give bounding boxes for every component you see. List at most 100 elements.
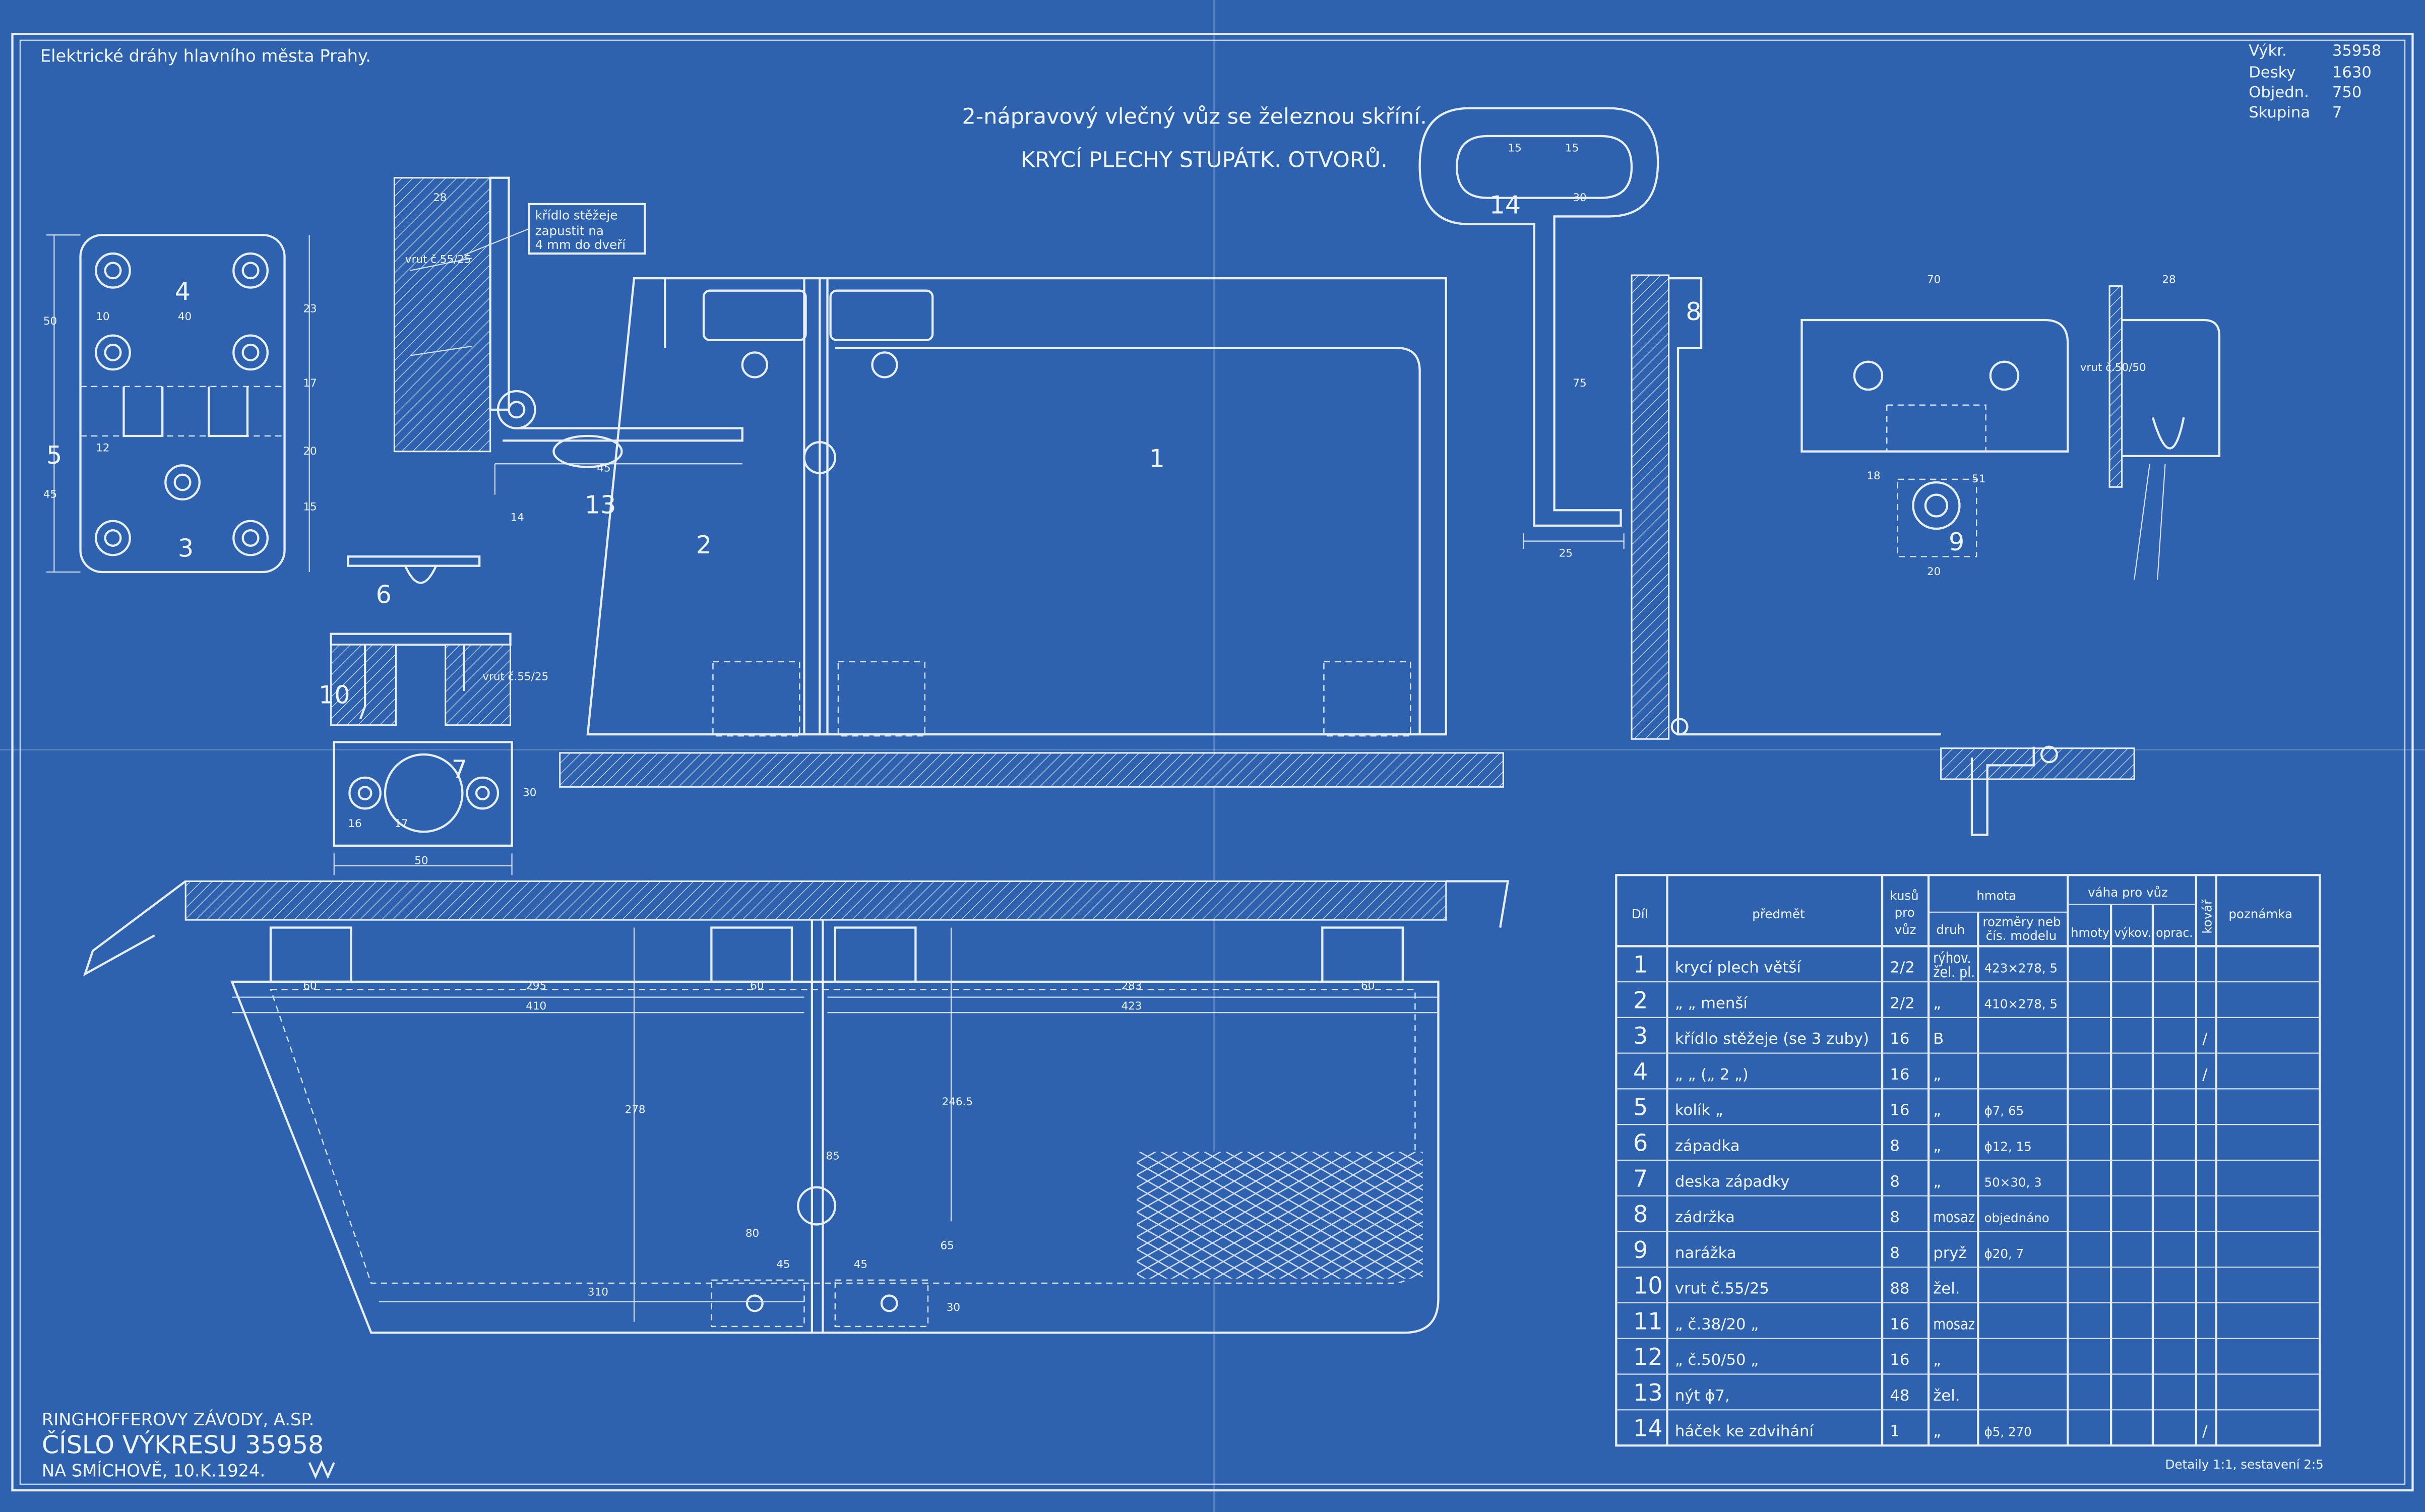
dimension-label: 50: [43, 315, 57, 328]
drawing-number: ČÍSLO VÝKRESU 35958: [42, 1429, 324, 1459]
dimension-label: 410: [526, 1000, 546, 1013]
header-vykov: výkov.: [2114, 925, 2151, 940]
lifting-hook-view: [1418, 107, 1659, 549]
owner-text: Elektrické dráhy hlavního města Prahy.: [40, 46, 371, 66]
cell-predmet: deska západky: [1675, 1173, 1789, 1190]
dimension-label: vrut č.55/25: [482, 671, 548, 683]
header-kusu: kusů: [1890, 888, 1918, 903]
dimension-label: 12: [96, 442, 109, 455]
part-label: 2: [696, 530, 712, 559]
cell-rozmery: ϕ20, 7: [1984, 1246, 2024, 1261]
cell-predmet: „ č.38/20 „: [1675, 1315, 1759, 1333]
header-hmoty: hmoty: [2071, 925, 2109, 940]
dimension-label: 20: [303, 445, 317, 458]
dimension-label: 25: [1559, 547, 1573, 559]
cell-kusu: 8: [1890, 1244, 1900, 1262]
dimension-label: 45: [597, 462, 610, 475]
part-label: 14: [1489, 190, 1521, 219]
scale-note: Detaily 1:1, sestavení 2:5: [2165, 1457, 2324, 1472]
header-hmota: hmota: [1976, 888, 2016, 903]
door-elevation-view: [559, 277, 1504, 788]
cell-kusu: 16: [1890, 1066, 1909, 1084]
cell-kusu: 16: [1890, 1315, 1909, 1333]
cell-dil: 8: [1633, 1201, 1648, 1228]
cell-kusu: 1: [1890, 1423, 1900, 1440]
dimension-label: 30: [947, 1301, 960, 1314]
cell-predmet: krycí plech větší: [1675, 959, 1802, 977]
cell-predmet: zádržka: [1675, 1209, 1735, 1226]
dimension-label: 30: [523, 787, 536, 799]
part-label: 10: [319, 680, 350, 710]
cell-druh: mosaz: [1933, 1315, 1975, 1333]
part-label: 13: [585, 490, 616, 519]
cell-druh: „: [1933, 1351, 1941, 1369]
header-poznamka: poznámka: [2228, 907, 2292, 921]
inner-border: [19, 39, 2406, 1485]
cell-dil: 13: [1633, 1379, 1663, 1406]
dimension-label: 18: [1867, 470, 1880, 482]
title-block: RINGHOFFEROVY ZÁVODY, A.SP. ČÍSLO VÝKRES…: [42, 1409, 335, 1480]
cell-kusu: 8: [1890, 1173, 1900, 1190]
dimension-label: 295: [526, 980, 546, 992]
desky-value: 1630: [2332, 64, 2372, 81]
company-name: RINGHOFFEROVY ZÁVODY, A.SP.: [42, 1409, 314, 1429]
part-label: 3: [178, 533, 194, 562]
cell-predmet: západka: [1675, 1138, 1740, 1155]
cell-rozmery: ϕ7, 65: [1984, 1104, 2024, 1118]
dimension-label: 23: [303, 303, 317, 316]
dimension-label: 20: [1927, 565, 1941, 578]
dimension-label: vrut č.55/25: [405, 253, 471, 266]
dimension-label: 45: [43, 488, 57, 501]
desky-label: Desky: [2249, 64, 2295, 81]
cell-druh: žel.: [1933, 1280, 1960, 1298]
skupina-value: 7: [2332, 104, 2342, 121]
dimension-label: 278: [625, 1104, 646, 1116]
dimension-label: 17: [394, 817, 408, 830]
title-line-1: 2-nápravový vlečný vůz se železnou skřín…: [962, 104, 1427, 129]
cell-kovar: /: [2202, 1066, 2208, 1084]
cell-kusu: 2/2: [1890, 994, 1914, 1012]
hinge-plate-view: [46, 234, 310, 574]
cell-predmet: nýt ϕ7,: [1675, 1387, 1730, 1405]
dimension-label: 16: [348, 817, 361, 830]
cell-predmet: kolík „: [1675, 1102, 1723, 1119]
dimension-label: vrut č.50/50: [2080, 361, 2146, 374]
cell-rozmery: ϕ5, 270: [1984, 1425, 2032, 1439]
dimension-label: 14: [511, 512, 524, 524]
cell-kovar: /: [2202, 1423, 2208, 1440]
part-label: 8: [1686, 297, 1701, 326]
cell-druh: žel.: [1933, 1387, 1960, 1405]
dimension-label: 15: [1565, 142, 1579, 155]
drawing-info: Výkr. 35958 Desky 1630 Objedn. 750 Skupi…: [2249, 42, 2381, 121]
cell-dil: 10: [1633, 1272, 1663, 1299]
header-kusu-vuz: vůz: [1895, 922, 1916, 937]
cell-druh: „: [1933, 994, 1941, 1012]
header-oprac: oprac.: [2156, 925, 2193, 940]
cell-rozmery: objednáno: [1984, 1211, 2049, 1225]
cell-druh: „: [1933, 1423, 1941, 1440]
cell-kusu: 88: [1890, 1280, 1909, 1298]
dimension-label: 15: [1508, 142, 1522, 155]
cell-kusu: 16: [1890, 1102, 1909, 1119]
cell-dil: 2: [1633, 986, 1648, 1014]
cell-predmet: křídlo stěžeje (se 3 zuby): [1675, 1030, 1869, 1048]
part-labels: 1 2 3 4 5 6 7 8 9 10 13 14: [46, 190, 1964, 784]
cell-dil: 12: [1633, 1343, 1663, 1370]
table-row: 10 vrut č.55/25 88 žel.: [1616, 1272, 2320, 1304]
place-date: NA SMÍCHOVĚ, 10.K.1924.: [42, 1460, 265, 1480]
dimension-label: 50: [414, 855, 428, 867]
cell-dil: 14: [1633, 1415, 1663, 1442]
cell-druh: pryž: [1933, 1244, 1966, 1262]
title-line-2: KRYCÍ PLECHY STUPÁTK. OTVORŮ.: [1021, 147, 1388, 172]
cell-dil: 4: [1633, 1058, 1648, 1085]
part-label: 7: [452, 754, 467, 784]
cell-predmet: vrut č.55/25: [1675, 1280, 1769, 1298]
